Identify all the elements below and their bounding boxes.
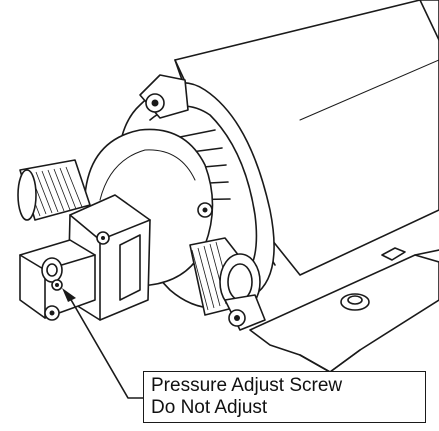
callout-line-2: Do Not Adjust [151,397,268,418]
top-screw-boss [139,74,189,119]
adjust-screw-block [19,239,96,321]
left-threaded-port [17,159,91,221]
callout-line-1: Pressure Adjust Screw [151,375,343,396]
callout-leader [62,288,144,399]
base-plate [249,247,439,373]
pressure-adjust-screw [51,279,63,291]
callout-box [143,371,426,423]
lower-screw-boss [224,294,266,331]
